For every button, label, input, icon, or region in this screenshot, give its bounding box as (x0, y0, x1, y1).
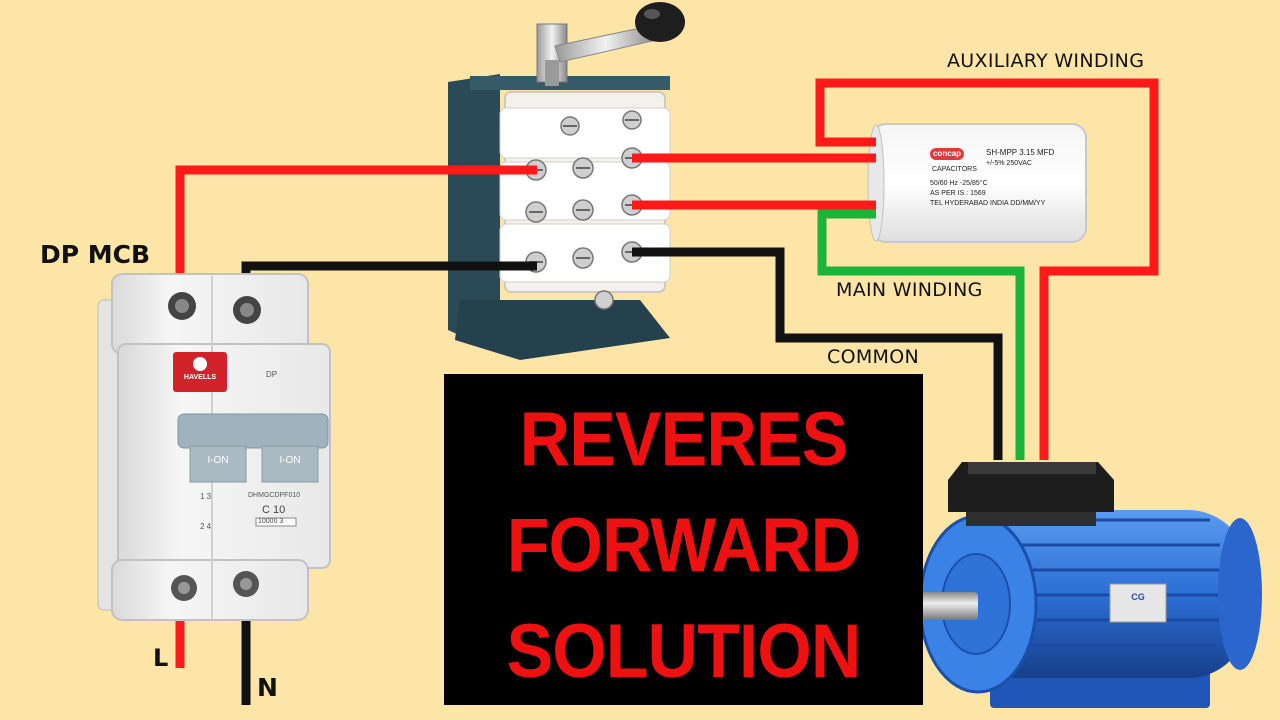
rotary-changeover-switch (448, 2, 685, 360)
capacitor-line-4: 50/60 Hz -25/85°C (930, 180, 988, 187)
capacitor-line-6: TEL HYDERABAD INDIA DD/MM/YY (930, 200, 1046, 207)
main-winding-label: MAIN WINDING (836, 279, 983, 301)
mcb-breaking-capacity: 10000 3 (258, 518, 284, 525)
wire-green-main (817, 209, 1025, 460)
wires (175, 78, 1159, 705)
mcb-terminal-bottom: 2 4 (200, 522, 212, 531)
line-label: L (153, 644, 169, 672)
mcb-on-left: I-ON (207, 455, 229, 466)
motor-name-plate: CG (1131, 592, 1145, 602)
capacitor-brand: concap (932, 149, 961, 158)
mcb-pole-type: DP (266, 370, 278, 379)
dp-mcb-device (97, 273, 331, 621)
title-panel: REVERES FORWARD SOLUTION (444, 374, 923, 705)
wire-red-auxiliary (815, 78, 1159, 460)
mcb-rating: C 10 (262, 504, 286, 516)
title-line-1: REVERES (519, 397, 849, 482)
title-line-2: FORWARD (506, 503, 861, 588)
capacitor-line-3: CAPACITORS (932, 166, 977, 173)
run-capacitor (867, 123, 1087, 243)
auxiliary-winding-label: AUXILIARY WINDING (947, 50, 1145, 72)
mcb-brand: HAVELLS (183, 374, 217, 381)
capacitor-line-2: +/-5% 250VAC (986, 160, 1032, 167)
dp-mcb-label: DP MCB (40, 240, 151, 269)
capacitor-line-5: AS PER IS : 1569 (930, 190, 986, 197)
wire-red-line-in (175, 165, 537, 305)
mcb-model: DHMGCDPF010 (248, 492, 301, 499)
single-phase-motor (903, 462, 1262, 708)
common-label: COMMON (827, 346, 919, 368)
mcb-terminal-top: 1 3 (200, 492, 212, 501)
neutral-label: N (257, 673, 278, 702)
wire-black-common (632, 247, 1003, 460)
title-line-3: SOLUTION (506, 609, 862, 694)
capacitor-line-1: SH-MPP 3.15 MFD (986, 148, 1055, 157)
mcb-on-right: I-ON (279, 455, 301, 466)
